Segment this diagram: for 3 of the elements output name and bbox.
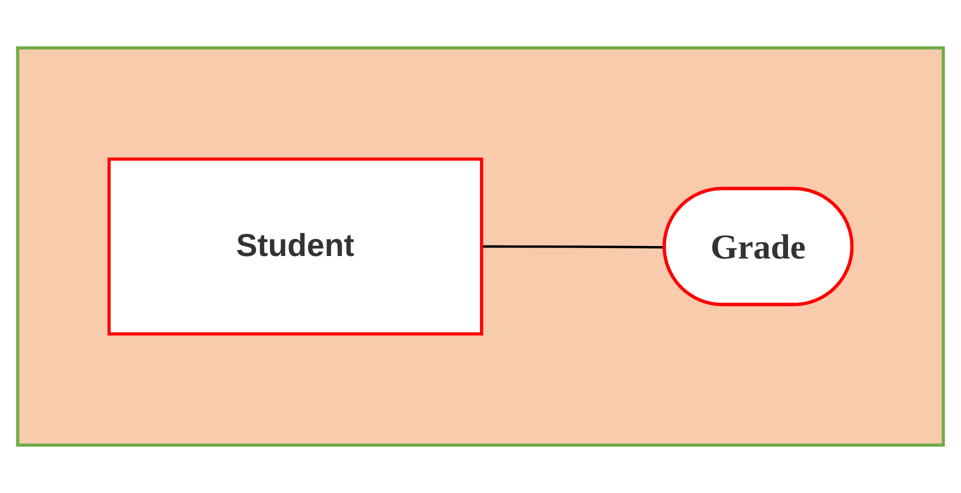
cluster [16, 46, 945, 447]
connector [482, 245, 666, 248]
node-box: Student [107, 158, 484, 336]
